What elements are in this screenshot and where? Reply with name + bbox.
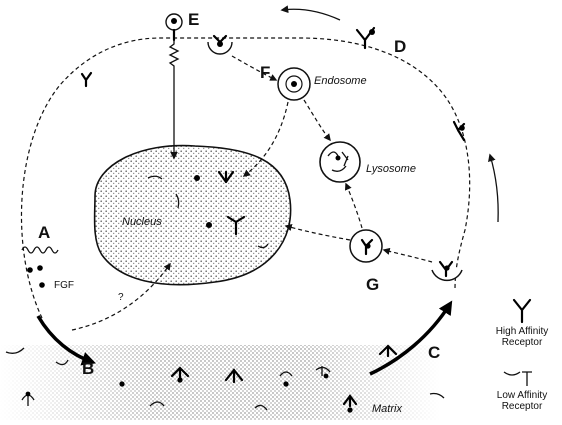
pathway-E: E bbox=[166, 10, 199, 158]
label-G: G bbox=[366, 275, 379, 294]
legend-low-affinity-line2: Receptor bbox=[502, 401, 543, 412]
unknown-path-label: ? bbox=[118, 292, 124, 303]
arrow-pit-to-G bbox=[384, 250, 432, 262]
label-E: E bbox=[188, 10, 199, 29]
endosome-label: Endosome bbox=[314, 75, 367, 87]
legend-high-affinity: High Affinity Receptor bbox=[496, 300, 549, 348]
lysosome: Lysosome bbox=[320, 142, 416, 182]
legend-low-affinity-line1: Low Affinity bbox=[497, 390, 547, 401]
fgf-particle-in-nucleus bbox=[194, 175, 200, 181]
label-F: F bbox=[260, 63, 270, 82]
legend-high-affinity-line1: High Affinity bbox=[496, 326, 549, 337]
pathway-A: A FGF bbox=[22, 223, 74, 291]
fgf-particle-in-nucleus bbox=[206, 222, 212, 228]
label-D: D bbox=[394, 37, 406, 56]
rotation-arrow-top bbox=[282, 9, 340, 20]
arrow-G-to-nucleus bbox=[286, 226, 350, 240]
lysosome-label: Lysosome bbox=[366, 163, 416, 175]
low-affinity-receptor-membrane bbox=[82, 73, 91, 86]
arrow-G-to-lysosome bbox=[346, 184, 362, 228]
nucleus-label: Nucleus bbox=[122, 216, 162, 228]
pathway-G: G bbox=[350, 230, 382, 294]
nucleus: Nucleus bbox=[95, 146, 291, 285]
label-B: B bbox=[82, 359, 94, 378]
label-C: C bbox=[428, 343, 440, 362]
label-A: A bbox=[38, 223, 50, 242]
legend-low-affinity: Low Affinity Receptor bbox=[497, 372, 547, 412]
coated-pit bbox=[208, 36, 232, 54]
matrix-label: Matrix bbox=[372, 403, 402, 415]
legend: High Affinity Receptor Low Affinity Rece… bbox=[496, 300, 549, 412]
endosome: F Endosome bbox=[260, 63, 367, 100]
rotation-arrow-right bbox=[490, 155, 498, 222]
high-affinity-receptor-right-membrane bbox=[454, 122, 465, 140]
high-affinity-receptor-icon bbox=[514, 300, 530, 322]
low-affinity-receptor-icon bbox=[504, 372, 532, 386]
pathway-D: D bbox=[357, 28, 406, 56]
arrow-endosome-to-lysosome bbox=[304, 100, 330, 140]
legend-high-affinity-line2: Receptor bbox=[502, 337, 543, 348]
fgf-label: FGF bbox=[54, 280, 74, 291]
